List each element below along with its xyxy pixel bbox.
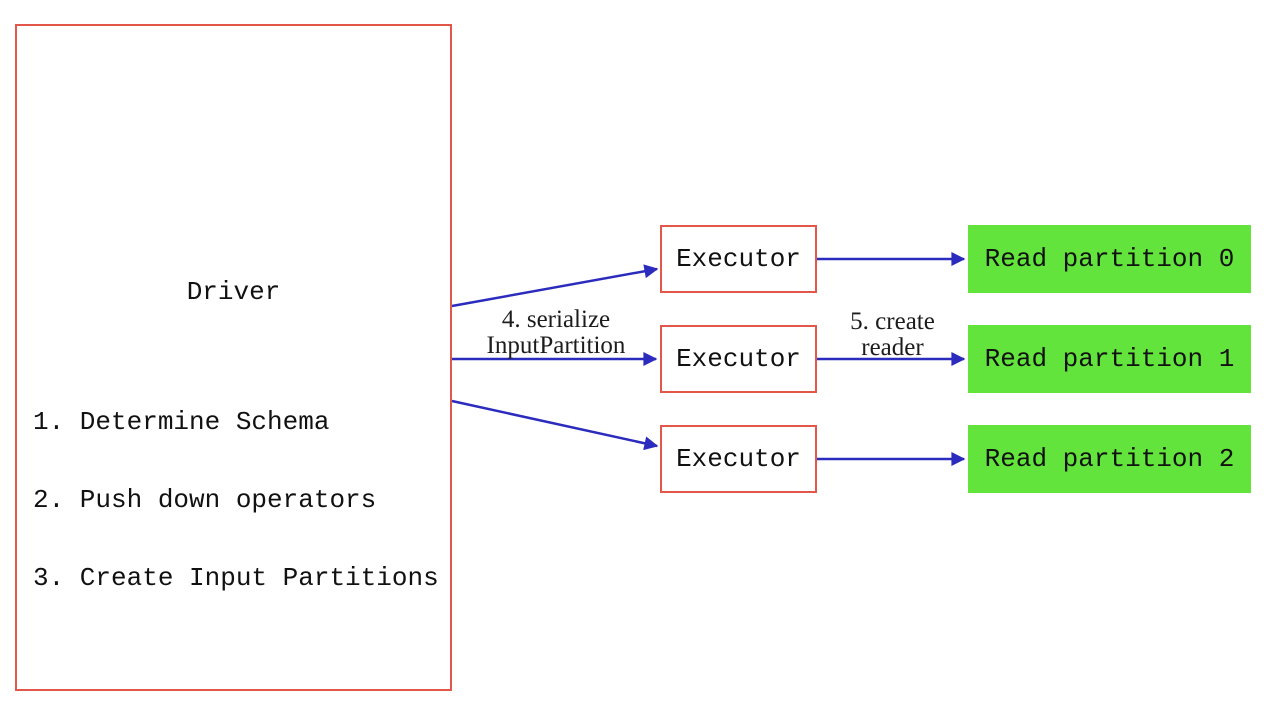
executor-box-2: Executor [660,425,817,493]
read-partition-box-0: Read partition 0 [968,225,1251,293]
driver-box: Driver 1. Determine Schema 2. Push down … [15,24,452,691]
arrow-label-create-reader: 5. create reader [805,309,980,361]
driver-step-2: 2. Push down operators [33,485,377,515]
arrow-label-serialize-line1: 4. serialize [501,306,611,333]
executor-box-1: Executor [660,325,817,393]
arrow-label-create-reader-line1: 5. create [850,308,935,335]
arrow-label-serialize-line2: InputPartition [486,332,626,359]
arrow-label-serialize: 4. serialize InputPartition [446,307,666,359]
driver-title: Driver [186,277,281,307]
driver-steps: 1. Determine Schema 2. Push down operato… [33,357,439,643]
arrow-label-create-reader-line2: reader [861,334,924,361]
read-partition-box-2: Read partition 2 [968,425,1251,493]
driver-step-3: 3. Create Input Partitions [33,563,439,593]
read-partition-box-1: Read partition 1 [968,325,1251,393]
arrow-driver-to-executor-2 [451,399,659,451]
driver-step-1: 1. Determine Schema [33,407,330,437]
arrow-driver-to-executor-0 [451,264,659,308]
executor-box-0: Executor [660,225,817,293]
